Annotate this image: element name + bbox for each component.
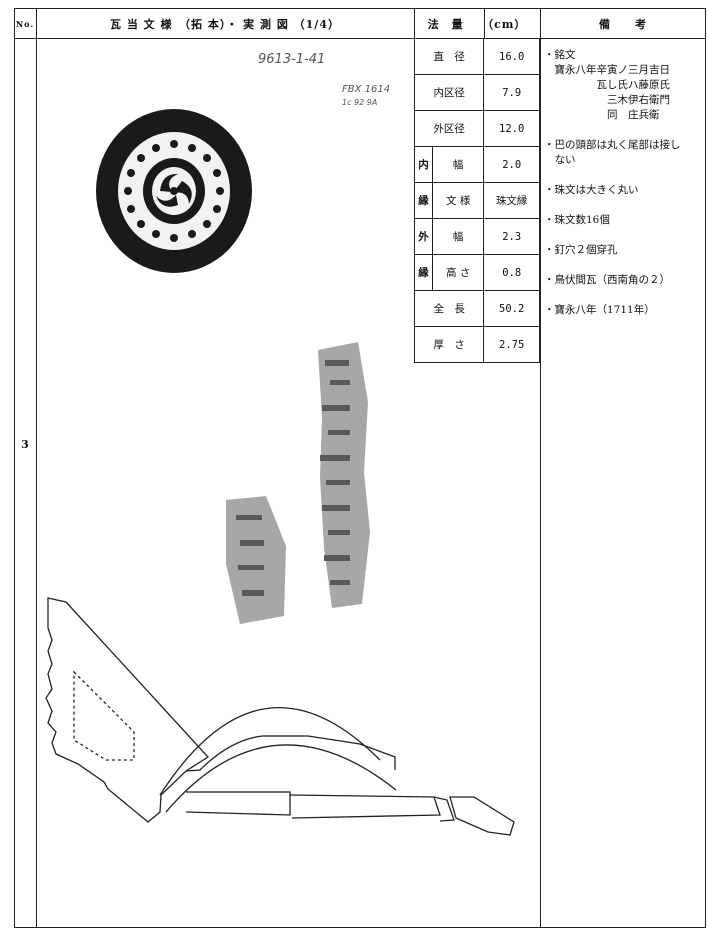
remark-line — [544, 258, 704, 273]
total-length-value: 50.2 — [483, 290, 540, 327]
tile-end-rubbing — [96, 109, 252, 273]
outer-diameter-label: 外区径 — [413, 110, 485, 147]
measurement-table: 直 径 16.0 内区径 7.9 外区径 12.0 内 幅 2.0 縁 文 様 … — [413, 38, 540, 376]
inner-width-label: 幅 — [431, 146, 485, 183]
remark-line: 瓦し氏ハ藤原氏 — [544, 79, 670, 91]
inner-rim-label: 内 — [414, 146, 433, 183]
outer-diameter-value: 12.0 — [483, 110, 540, 147]
thickness-label: 厚 さ — [413, 326, 485, 363]
col-divider-no — [36, 8, 37, 928]
remark-line: 三木伊右衛門 — [544, 94, 670, 106]
col-divider-measure — [540, 8, 541, 928]
row-thickness: 厚 さ 2.75 — [413, 326, 540, 363]
total-length-label: 全 長 — [413, 290, 485, 327]
row-inner-width: 内 幅 2.0 — [414, 146, 540, 183]
header-no: No. — [15, 19, 35, 29]
remark-line — [544, 123, 704, 138]
remark-line: 同 庄兵衛 — [544, 109, 660, 121]
thickness-value: 2.75 — [483, 326, 540, 363]
remark-line: ない — [544, 154, 576, 166]
header-divider — [14, 38, 706, 39]
row-pattern: 縁 文 様 珠文縁 — [414, 182, 540, 219]
remark-line: ・珠文数16個 — [544, 214, 610, 226]
col-divider-unit — [484, 8, 485, 38]
row-total-length: 全 長 50.2 — [413, 290, 540, 327]
handwritten-note-1: FBX 1614 — [342, 84, 391, 95]
inner-rim-label-2: 縁 — [414, 182, 433, 219]
row-number: 3 — [21, 438, 29, 451]
outer-rim-label-2: 縁 — [414, 254, 433, 291]
outer-height-value: 0.8 — [483, 254, 540, 291]
outer-width-value: 2.3 — [483, 218, 540, 255]
remarks-list: ・銘文 寶永八年辛寅ノ三月吉日 瓦し氏ハ藤原氏 三木伊右衛門 同 庄兵衛 ・巴の… — [544, 48, 704, 318]
inner-diameter-value: 7.9 — [483, 74, 540, 111]
header-pattern: 瓦 当 文 様 （拓 本）・ 実 測 図 （1/4） — [110, 18, 340, 31]
tile-profile-drawing — [45, 597, 515, 836]
inner-diameter-label: 内区径 — [413, 74, 485, 111]
diameter-value: 16.0 — [483, 38, 540, 75]
header-remarks: 備 考 — [599, 18, 647, 31]
handwritten-id: 9613-1-41 — [258, 52, 326, 67]
remark-line: ・鳥伏間瓦（西南角の２） — [544, 274, 670, 286]
remark-line: ・銘文 — [544, 49, 576, 61]
remark-line: 寶永八年辛寅ノ三月吉日 — [544, 64, 670, 76]
inner-width-value: 2.0 — [483, 146, 540, 183]
remark-line: ・巴の頭部は丸く尾部は接し — [544, 139, 681, 151]
outer-width-label: 幅 — [431, 218, 485, 255]
handwritten-note-2: 1c 92 9A — [342, 98, 378, 107]
remark-line: ・珠文は大きく丸い — [544, 184, 639, 196]
col-divider-pattern — [414, 8, 415, 38]
row-inner-diameter: 内区径 7.9 — [413, 74, 540, 111]
header-measurements: 法 量 （cm） — [427, 18, 527, 31]
inscription-rubbing — [226, 342, 370, 624]
row-outer-height: 縁 高 さ 0.8 — [414, 254, 540, 291]
remark-line — [544, 168, 704, 183]
remark-line: ・寶永八年（1711年） — [544, 304, 655, 316]
outer-rim-label: 外 — [414, 218, 433, 255]
pattern-label: 文 様 — [431, 182, 485, 219]
diameter-label: 直 径 — [413, 38, 485, 75]
remark-line: ・釘穴２個穿孔 — [544, 244, 618, 256]
row-outer-width: 外 幅 2.3 — [414, 218, 540, 255]
row-outer-diameter: 外区径 12.0 — [413, 110, 540, 147]
form-frame — [14, 8, 706, 928]
remark-line — [544, 288, 704, 303]
remark-line — [544, 228, 704, 243]
outer-height-label: 高 さ — [431, 254, 485, 291]
remark-line — [544, 198, 704, 213]
row-diameter: 直 径 16.0 — [413, 38, 540, 75]
pattern-value: 珠文縁 — [483, 182, 540, 219]
